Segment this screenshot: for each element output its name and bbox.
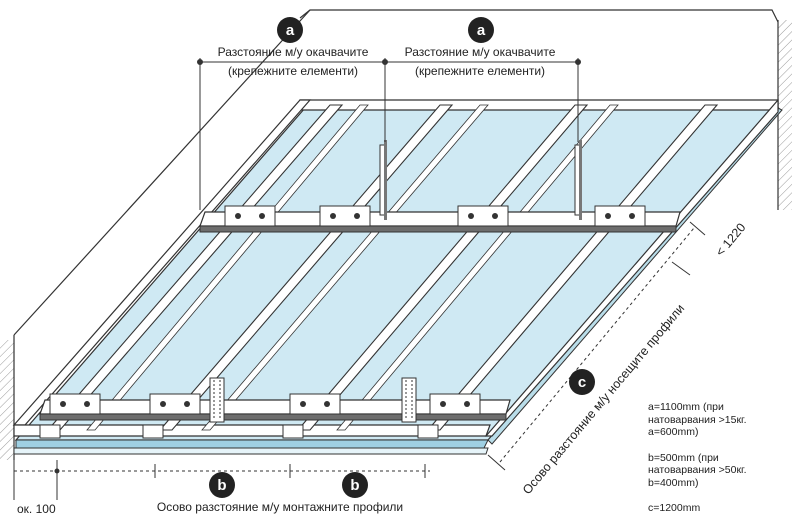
perimeter-profile-right: [484, 98, 779, 437]
connector-plate: [319, 205, 371, 227]
mounting-profile: [158, 104, 454, 431]
hanger-back-2: [574, 140, 582, 220]
mounting-profiles: [46, 104, 719, 431]
top-wall-edge: [299, 9, 779, 23]
edge-offset-label: ок. 100: [17, 502, 56, 516]
walls: [0, 9, 792, 460]
note-b-3: b=400mm): [648, 476, 699, 489]
panel-front-edge: [15, 439, 489, 449]
badge-b-right: b: [342, 472, 368, 498]
badge-b-left: b: [209, 472, 235, 498]
dimension-c-line: [499, 227, 695, 463]
connector-plate: [149, 393, 201, 415]
fastener-spacing-label-right-1: Разстояние м/у окачвачите: [404, 45, 556, 59]
edge-clips: [39, 424, 439, 439]
spacing-notes: a=1100mm (при натоварвания >15кг. a=600m…: [648, 401, 747, 515]
note-a-3: a=600mm): [648, 426, 699, 438]
mounting-profile: [426, 104, 719, 431]
badge-a-left: a: [277, 17, 303, 43]
right-wall-hatch: [778, 20, 792, 210]
hanger-back-1: [379, 140, 387, 220]
bearing-profile-front-shadow: [39, 413, 507, 421]
connector-plate: [289, 393, 341, 415]
cross-connectors: [49, 205, 646, 415]
connector-plate: [224, 205, 276, 227]
mounting-profile: [296, 104, 589, 431]
note-b-1: b=500mm (при: [648, 451, 719, 464]
left-wall-hatch: [0, 340, 14, 460]
mounting-profile-flange: [336, 104, 619, 431]
fastener-spacing-label-left-1: Разстояние м/у окачвачите: [217, 45, 369, 59]
note-b-2: натоварвания >50кг.: [648, 464, 747, 476]
bearing-profile-back-shadow: [199, 225, 677, 233]
connector-plate: [429, 393, 481, 415]
mounting-profile-flange: [86, 104, 369, 431]
note-c-1: c=1200mm: [648, 502, 701, 514]
badge-c: c: [569, 369, 595, 395]
note-a-2: натоварвания >15кг.: [648, 413, 747, 426]
note-a-1: a=1100mm (при: [648, 401, 724, 413]
wall-corner-line: [13, 9, 311, 336]
dimension-c: [487, 221, 706, 471]
hanger-front-1: [209, 377, 225, 423]
floor-strip: [13, 447, 489, 455]
badge-a-right: a: [468, 17, 494, 43]
dimension-a: [197, 58, 581, 210]
perimeter-profile: [12, 98, 779, 437]
dimension-b: [13, 460, 430, 500]
hangers: [209, 140, 582, 423]
hanger-front-2: [401, 377, 417, 423]
mounting-profile-spacing-label: Осово разстояние м/у монтажните профили: [156, 500, 404, 514]
connector-plate: [457, 205, 509, 227]
connector-plate: [594, 205, 646, 227]
fastener-spacing-label-right-2: (крепежните елементи): [414, 64, 546, 78]
mounting-profile-flange: [201, 104, 489, 431]
fastener-spacing-label-left-2: (крепежните елементи): [227, 64, 359, 78]
connector-plate: [49, 393, 101, 415]
